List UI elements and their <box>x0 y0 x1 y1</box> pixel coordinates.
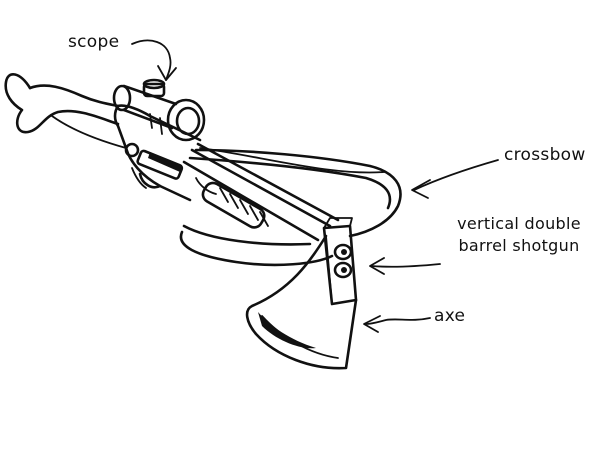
scope <box>112 78 206 142</box>
stock <box>4 73 127 149</box>
crossbow-bow <box>179 147 402 267</box>
axe <box>245 234 358 370</box>
scope-arrow <box>131 39 177 81</box>
crossbow-arrow <box>411 159 499 199</box>
crossbow-label: crossbow <box>504 145 586 165</box>
axe-label: axe <box>434 306 466 326</box>
shotgun-arrow <box>369 257 441 275</box>
crossbow-rail <box>182 142 340 242</box>
shotgun-label: vertical double barrel shotgun <box>457 214 581 255</box>
receiver <box>113 104 202 202</box>
scope-label: scope <box>68 32 120 52</box>
axe-arrow <box>363 315 431 333</box>
